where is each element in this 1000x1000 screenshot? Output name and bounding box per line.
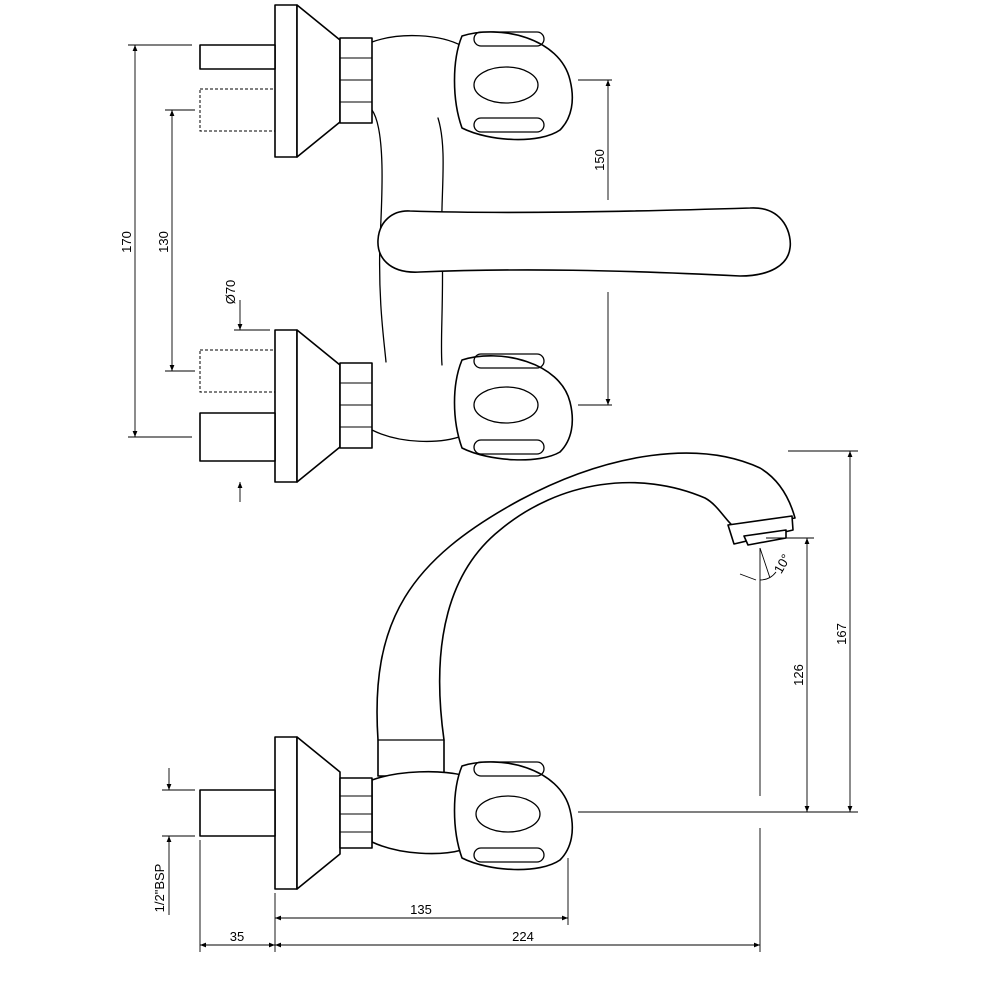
dimension-label-130: 130 [156,231,171,253]
dimension-label-150: 150 [592,149,607,171]
dimension-224: 224 [275,828,761,952]
dimension-label-10deg: 10° [771,551,794,576]
upper-knob [453,31,574,141]
dimension-label-135: 135 [410,902,432,917]
dimension-angle-10: 10° [739,547,794,796]
side-knob [453,761,574,871]
lever-handle [377,207,792,277]
dimension-126: 126 [766,537,814,812]
dimension-label-224: 224 [512,929,534,944]
dimension-135: 135 [274,858,569,952]
dimension-150: 150 [578,79,612,406]
side-wall-plate [199,736,373,890]
dimension-label-d70: Ø70 [223,280,238,305]
dimension-label-126: 126 [791,664,806,686]
top-body-curve-upper [371,34,463,47]
top-body-curve-lower [371,429,463,443]
spout [376,452,796,777]
dimension-167: 167 [578,450,858,813]
dimension-label-170: 170 [119,231,134,253]
dimension-bsp: 1/2"BSP [152,768,195,915]
dimension-35: 35 [199,840,275,952]
dimension-130: 130 [156,109,195,372]
dimension-170: 170 [119,44,192,438]
dimension-label-167: 167 [834,623,849,645]
dimension-label-bsp: 1/2"BSP [152,864,167,913]
top-view: 170 130 Ø70 150 [119,4,792,502]
lower-knob [453,353,574,461]
dimension-label-35: 35 [230,929,244,944]
side-body [371,770,463,855]
dimension-diameter-70: Ø70 [223,280,270,502]
side-view: 167 126 10° 1/2"BSP 1 [152,450,858,952]
upper-wall-plate [199,4,373,158]
lower-wall-plate [199,329,373,483]
